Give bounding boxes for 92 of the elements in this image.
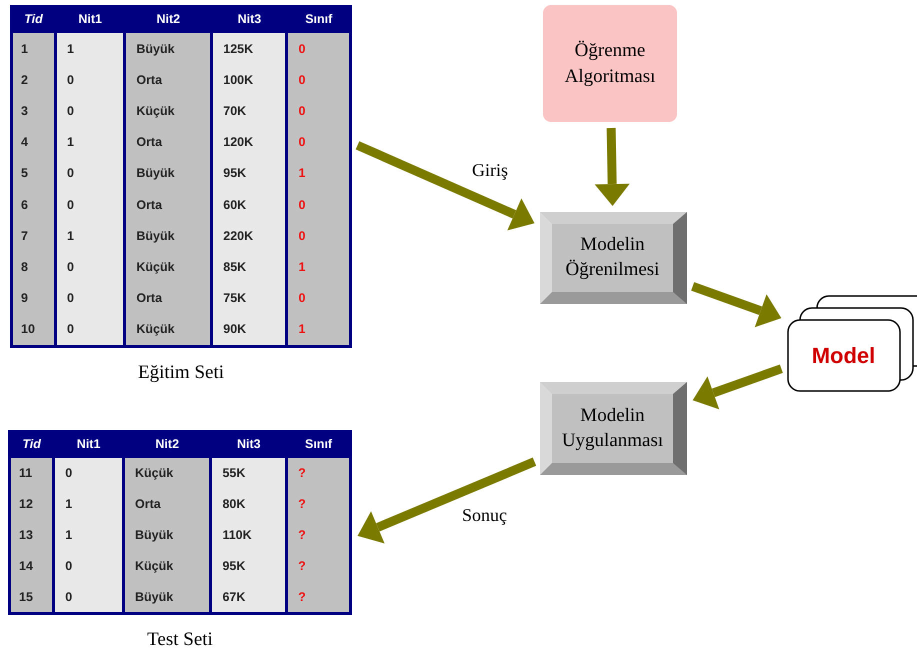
table-cell: 13 — [11, 520, 52, 550]
table-cell: 60K — [213, 189, 286, 220]
table-cell: 0 — [55, 458, 122, 489]
table-cell: 14 — [11, 550, 52, 582]
table-cell: 1 — [56, 220, 124, 252]
table-cell: 1 — [288, 158, 349, 189]
algorithm-box — [543, 5, 677, 122]
table-cell: 15 — [11, 581, 52, 612]
table-cell: Büyük — [125, 520, 210, 550]
table-cell: ? — [288, 550, 349, 582]
table-cell: 3 — [13, 95, 54, 127]
arrow — [356, 141, 534, 230]
arrow — [691, 282, 782, 328]
table-cell: Büyük — [126, 33, 210, 64]
table-cell: ? — [288, 581, 349, 612]
table-cell: 0 — [56, 64, 124, 96]
table-cell: 0 — [56, 95, 124, 127]
table-cell: 95K — [213, 158, 286, 189]
table-cell: Küçük — [126, 251, 210, 283]
table-cell: 1 — [288, 251, 349, 283]
box-label: Öğrenme Algoritması — [564, 38, 656, 88]
table-cell: 110K — [212, 520, 286, 550]
table-cell: Orta — [126, 189, 210, 220]
model-label: Model — [810, 342, 876, 370]
stacked-cards — [787, 295, 917, 392]
table-cell: 95K — [212, 550, 286, 582]
box-label: Modelin Uygulanması — [560, 404, 664, 452]
table-cell: 0 — [288, 95, 349, 127]
table-cell: 67K — [212, 581, 286, 612]
table-cell: 1 — [55, 488, 122, 520]
table-cell: 0 — [56, 282, 124, 314]
table-cell: 1 — [56, 126, 124, 158]
arrow — [358, 458, 536, 544]
table-cell: 120K — [213, 126, 286, 158]
table-cell: 0 — [288, 126, 349, 158]
arrow — [692, 364, 783, 410]
table-cell: 12 — [11, 488, 52, 520]
table-cell: ? — [288, 488, 349, 520]
table-cell: ? — [288, 458, 349, 489]
table-cell: 0 — [55, 550, 122, 582]
table-cell: 0 — [56, 189, 124, 220]
table-cell: Küçük — [126, 95, 210, 127]
arrow — [594, 128, 630, 206]
table-cell: 90K — [213, 314, 286, 345]
table-cell: 1 — [288, 314, 349, 345]
table-cell: 6 — [13, 189, 54, 220]
table-cell: Küçük — [126, 314, 210, 345]
table-cell: 125K — [213, 33, 286, 64]
table-caption: Test Seti — [146, 629, 214, 650]
table-cell: Büyük — [125, 581, 210, 612]
table-cell: Büyük — [126, 158, 210, 189]
table-cell: Orta — [126, 126, 210, 158]
data-table — [10, 5, 352, 348]
table-cell: 0 — [288, 64, 349, 96]
table-cell: Orta — [125, 488, 210, 520]
table-cell: Büyük — [126, 220, 210, 252]
table-cell: 0 — [56, 314, 124, 345]
table-cell: 85K — [213, 251, 286, 283]
table-cell: 4 — [13, 126, 54, 158]
process-box — [540, 382, 687, 475]
table-cell: 1 — [56, 33, 124, 64]
table-cell: 0 — [288, 189, 349, 220]
table-cell: Küçük — [125, 550, 210, 582]
table-cell: 70K — [213, 95, 286, 127]
table-cell: 0 — [288, 220, 349, 252]
table-cell: 0 — [56, 251, 124, 283]
table-cell: 8 — [13, 251, 54, 283]
table-cell: 75K — [213, 282, 286, 314]
table-cell: 10 — [13, 314, 54, 345]
table-cell: 2 — [13, 64, 54, 96]
table-cell: 100K — [213, 64, 286, 96]
table-caption: Eğitim Seti — [136, 362, 226, 384]
table-cell: 0 — [288, 282, 349, 314]
table-cell: Orta — [126, 282, 210, 314]
box-label: Modelin Öğrenilmesi — [564, 233, 660, 282]
table-cell: Orta — [126, 64, 210, 96]
table-cell: Küçük — [125, 458, 210, 489]
table-cell: 55K — [212, 458, 286, 489]
table-cell: 1 — [55, 520, 122, 550]
table-cell: 1 — [13, 33, 54, 64]
table-cell: ? — [288, 520, 349, 550]
table-cell: 0 — [55, 581, 122, 612]
table-cell: 220K — [213, 220, 286, 252]
table-cell: 0 — [288, 33, 349, 64]
data-table — [8, 430, 352, 615]
process-box — [540, 212, 687, 304]
table-cell: 80K — [212, 488, 286, 520]
table-cell: 11 — [11, 458, 52, 489]
table-cell: 0 — [56, 158, 124, 189]
table-cell: 5 — [13, 158, 54, 189]
table-cell: 7 — [13, 220, 54, 252]
table-cell: 9 — [13, 282, 54, 314]
